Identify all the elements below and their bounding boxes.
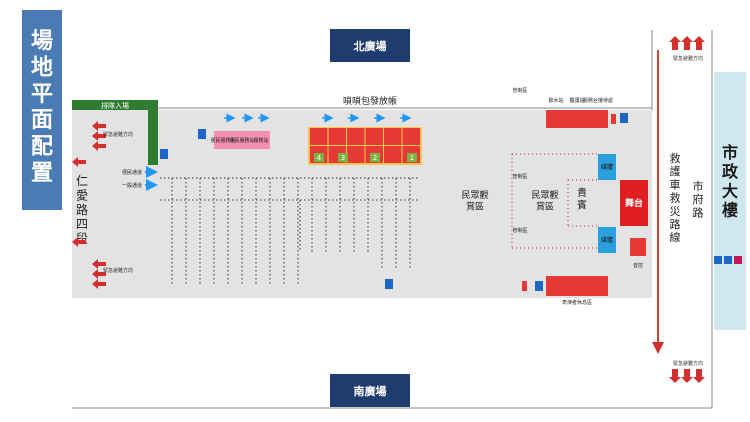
whistle-tent-cell bbox=[384, 128, 402, 145]
svg-text:媒體: 媒體 bbox=[601, 163, 613, 171]
city-hall-road-label: 市府路 bbox=[693, 179, 704, 219]
svg-text:緊急避難方向: 緊急避難方向 bbox=[103, 131, 133, 138]
svg-text:管制區: 管制區 bbox=[512, 173, 527, 180]
left-road-label: 仁愛路四段 bbox=[76, 174, 88, 246]
svg-text:排隊入場: 排隊入場 bbox=[101, 101, 129, 110]
trash-icon bbox=[535, 281, 543, 291]
svg-text:服務台接待處: 服務台接待處 bbox=[583, 97, 613, 104]
vip-area: 貴賓 bbox=[577, 186, 587, 212]
fire-extinguisher-icon bbox=[522, 281, 527, 291]
svg-text:嗩嗩包發放帳: 嗩嗩包發放帳 bbox=[343, 95, 397, 107]
emergency-arrows-top: 緊急避難方向 bbox=[669, 36, 705, 62]
audience-area-right: 民眾觀賞區 bbox=[531, 189, 558, 212]
svg-text:南廣場: 南廣場 bbox=[354, 384, 387, 398]
south-plaza: 南廣場 bbox=[330, 374, 410, 407]
trash-icon bbox=[198, 129, 206, 139]
emergency-arrows-bottom: 緊急避難方向 bbox=[669, 360, 705, 383]
whistle-tent-cell bbox=[347, 146, 365, 163]
svg-text:媒體: 媒體 bbox=[601, 236, 613, 244]
whistle-tent-number-bg bbox=[407, 153, 417, 162]
svg-text:便民服務站: 便民服務站 bbox=[229, 137, 254, 144]
emergency-route: 救護車救災路線 bbox=[652, 50, 681, 354]
convenience-tents: 便民服務站 便民服務站 服務站 bbox=[210, 113, 270, 149]
trash-icon bbox=[620, 113, 628, 123]
whistle-tent-cell bbox=[347, 128, 365, 145]
svg-text:北廣場: 北廣場 bbox=[354, 39, 387, 53]
map-title-text: 場地平面配置 bbox=[31, 29, 53, 186]
performer-area: 表演者休息區 bbox=[546, 276, 608, 306]
whistle-tent-number-bg bbox=[314, 153, 324, 162]
service-tents: 飲水站 醫護站 服務台接待處 bbox=[546, 97, 613, 128]
svg-text:管制區: 管制區 bbox=[512, 227, 527, 234]
svg-text:音控: 音控 bbox=[633, 262, 643, 269]
svg-text:緊急避難方向: 緊急避難方向 bbox=[673, 360, 703, 367]
whistle-tent-number: 1 bbox=[410, 154, 414, 162]
trash-icon bbox=[160, 149, 168, 159]
svg-text:民眾觀賞區: 民眾觀賞區 bbox=[461, 189, 488, 212]
svg-text:緊急避難方向: 緊急避難方向 bbox=[673, 55, 703, 62]
whistle-tent-cell bbox=[365, 128, 383, 145]
fire-extinguisher-icon bbox=[611, 114, 616, 124]
trash-icon bbox=[385, 279, 393, 289]
city-hall: 市政大樓 bbox=[714, 72, 746, 330]
svg-text:一般通道: 一般通道 bbox=[122, 182, 142, 189]
whistle-tents: 嗩嗩包發放帳 4 3 2 1 bbox=[308, 95, 422, 165]
map-title: 場地平面配置 bbox=[22, 10, 62, 210]
whistle-tent-number: 4 bbox=[317, 154, 322, 162]
svg-text:貴賓: 貴賓 bbox=[577, 186, 587, 212]
whistle-tent-cell bbox=[310, 128, 328, 145]
whistle-tent-cell bbox=[384, 146, 402, 163]
media-top: 媒體 bbox=[598, 154, 616, 180]
svg-text:便民通道: 便民通道 bbox=[122, 169, 142, 176]
left-road: 仁愛路四段 bbox=[72, 157, 88, 247]
svg-text:表演者休息區: 表演者休息區 bbox=[562, 299, 592, 306]
media-bottom: 媒體 bbox=[598, 227, 616, 253]
left-emergency-arrows-bottom: 緊急避難方向 bbox=[92, 259, 133, 289]
emergency-route-label: 救護車救災路線 bbox=[670, 151, 681, 244]
whistle-tent-number-bg bbox=[338, 153, 348, 162]
north-plaza: 北廣場 bbox=[330, 29, 410, 62]
audience-area-left: 民眾觀賞區 bbox=[461, 189, 488, 212]
whistle-tent-number: 3 bbox=[341, 154, 345, 162]
svg-text:醫護站: 醫護站 bbox=[569, 97, 584, 104]
svg-text:緊急避難方向: 緊急避難方向 bbox=[103, 267, 133, 274]
control-labels: 管制區 管制區 管制區 bbox=[512, 87, 527, 234]
control-perimeter bbox=[511, 153, 598, 249]
whistle-tent-number: 2 bbox=[373, 154, 377, 162]
svg-text:服務站: 服務站 bbox=[253, 137, 268, 144]
sound-control: 音控 bbox=[630, 238, 646, 269]
stage: 舞台 bbox=[620, 180, 648, 226]
left-emergency-arrows-top: 緊急避難方向 bbox=[92, 121, 133, 151]
svg-text:管制區: 管制區 bbox=[512, 87, 527, 94]
queue-grid bbox=[160, 177, 420, 285]
whistle-tent-number-bg bbox=[370, 153, 380, 162]
whistle-tent-cell bbox=[328, 128, 346, 145]
convenience-path: 便民通道 bbox=[122, 166, 158, 178]
svg-text:舞台: 舞台 bbox=[625, 197, 643, 209]
svg-text:便民服務站: 便民服務站 bbox=[210, 137, 235, 144]
svg-text:民眾觀賞區: 民眾觀賞區 bbox=[531, 189, 558, 212]
general-path: 一般通道 bbox=[122, 179, 158, 191]
svg-text:飲水站: 飲水站 bbox=[548, 97, 563, 104]
whistle-tent-cell bbox=[402, 128, 420, 145]
city-hall-text: 市政大樓 bbox=[722, 143, 739, 220]
queue-entrance: 排隊入場 bbox=[72, 100, 158, 165]
